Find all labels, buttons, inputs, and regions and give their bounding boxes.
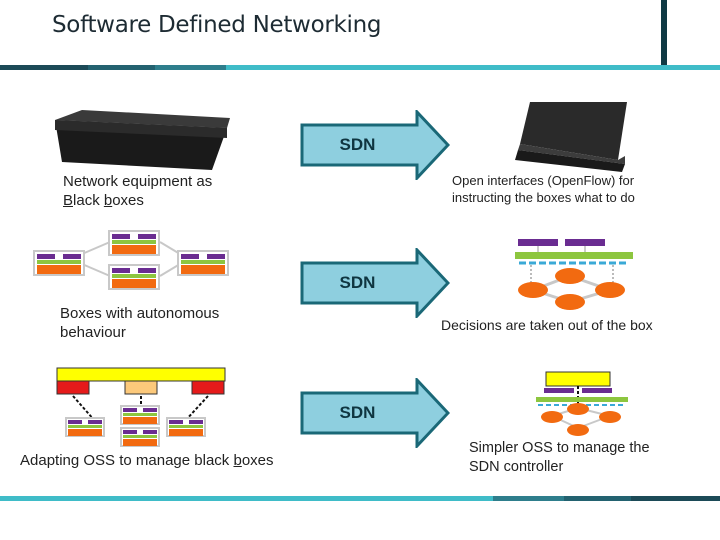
caption-fragment: B (63, 192, 74, 209)
network-node (177, 250, 229, 276)
network-node (65, 417, 105, 437)
slide-title: Software Defined Networking (52, 12, 382, 38)
open-box-icon (515, 102, 627, 172)
header-divider-bar (0, 65, 720, 70)
network-node (120, 427, 160, 447)
caption-line: instructing the boxes what to do (452, 190, 635, 205)
network-node (120, 405, 160, 425)
caption-adapting-oss: Adapting OSS to manage black boxes (20, 451, 274, 470)
sdn-arrow-2: SDN (300, 248, 450, 318)
network-node (108, 230, 160, 256)
black-box-icon (55, 110, 230, 170)
caption-fragment: b (233, 452, 242, 469)
caption-decisions: Decisions are taken out of the box (441, 317, 653, 333)
network-node (108, 264, 160, 290)
sdn-controller-diagram (515, 239, 633, 310)
sdn-arrow-3: SDN (300, 378, 450, 448)
arrow-right-icon (300, 110, 450, 180)
caption-simpler-oss: Simpler OSS to manage the SDN controller (469, 439, 650, 477)
sdn-arrow-1: SDN (300, 110, 450, 180)
oss-diagram (56, 367, 226, 422)
caption-line: Boxes with autonomous (60, 305, 220, 322)
caption-line: Network equipment as (63, 173, 213, 190)
caption-line: Simpler OSS to manage the (469, 440, 650, 456)
simpler-oss-diagram (536, 371, 628, 436)
arrow-right-icon (300, 248, 450, 318)
caption-black-boxes: Network equipment as Black boxes (63, 172, 212, 210)
network-node (166, 417, 206, 437)
header-accent-line (661, 0, 667, 66)
arrow-label: SDN (339, 273, 376, 292)
caption-fragment: Adapting OSS to manage black (20, 452, 234, 469)
arrow-label: SDN (339, 403, 376, 422)
caption-fragment: oxes (241, 452, 274, 469)
caption-line: SDN controller (469, 459, 564, 475)
arrow-label: SDN (339, 135, 376, 154)
caption-line: Black boxes (63, 191, 212, 210)
caption-line: behaviour (60, 324, 126, 341)
caption-autonomous: Boxes with autonomous behaviour (60, 304, 219, 342)
network-node (33, 250, 85, 276)
autonomous-network-links (81, 241, 181, 277)
arrow-right-icon (300, 378, 450, 448)
caption-line: Open interfaces (OpenFlow) for (452, 173, 635, 188)
caption-open-interfaces: Open interfaces (OpenFlow) for instructi… (452, 172, 635, 206)
footer-divider-bar (0, 496, 720, 501)
caption-fragment: b (103, 192, 113, 209)
caption-fragment: lack (73, 192, 104, 209)
caption-fragment: oxes (112, 192, 144, 209)
